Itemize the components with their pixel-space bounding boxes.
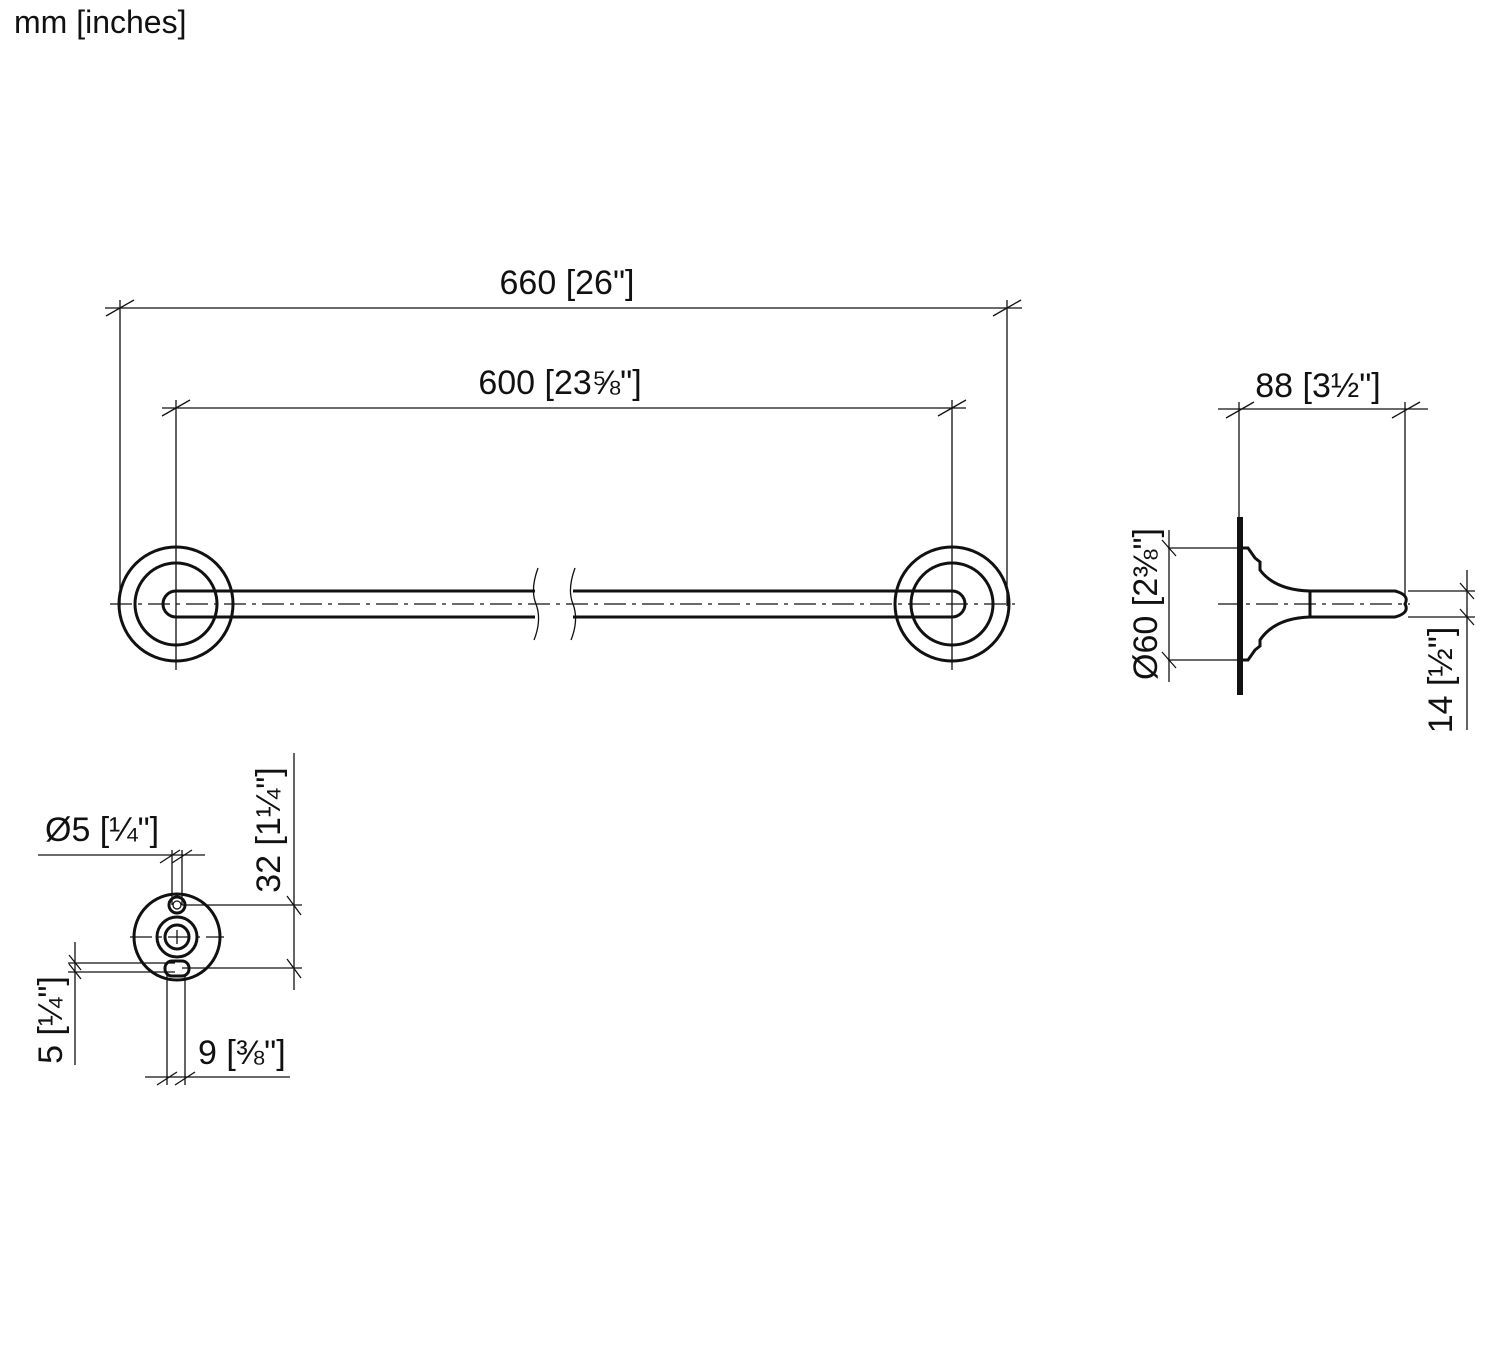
hole-spacing-dimension: 32 [1¼"]: [250, 767, 288, 893]
hole-diameter-dimension: Ø5 [¼"]: [45, 811, 159, 849]
units-label: mm [inches]: [14, 4, 187, 40]
projection-dimension: 88 [3½"]: [1255, 367, 1381, 405]
front-view: 660 [26"] 600 [23⅝"]: [105, 264, 1022, 670]
center-distance-dimension: 600 [23⅝"]: [478, 364, 641, 402]
overall-length-dimension: 660 [26"]: [500, 264, 635, 302]
rod-diameter-dimension: 14 [½"]: [1422, 627, 1460, 734]
mounting-plate-view: Ø5 [¼"] 32 [1¼"] 5 [¼"] 9 [⅜"]: [32, 753, 302, 1086]
wall-plate: [1237, 517, 1243, 695]
rosette-diameter-dimension: Ø60 [2⅜"]: [1127, 528, 1165, 680]
bracket-profile: [1243, 546, 1408, 662]
side-view: 88 [3½"] Ø60 [2⅜"] 14 [½"]: [1127, 367, 1475, 733]
slot-height-dimension: 5 [¼"]: [32, 976, 70, 1064]
slot-width-dimension: 9 [⅜"]: [198, 1034, 286, 1072]
